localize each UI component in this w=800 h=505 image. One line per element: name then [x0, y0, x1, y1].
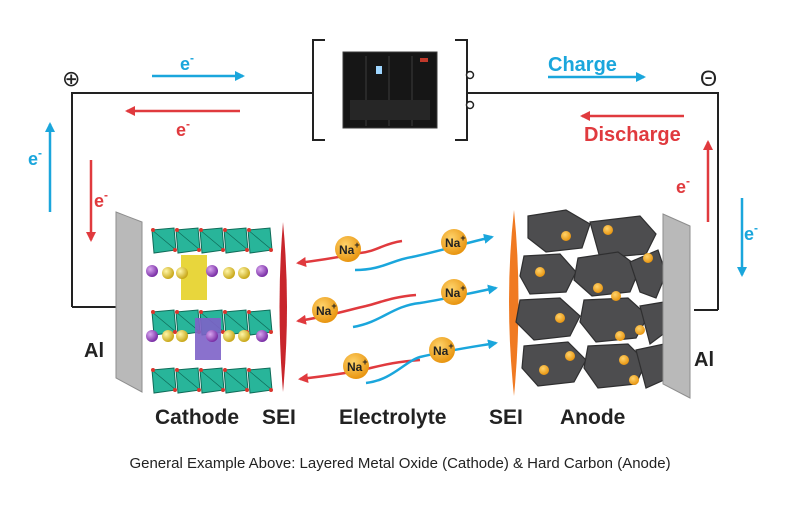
oxygen-atom	[238, 267, 250, 279]
oxygen-atom	[162, 330, 174, 342]
carbon-domain	[639, 301, 667, 346]
na-atom	[256, 265, 268, 277]
octahedron	[223, 227, 249, 254]
oxygen-atom	[162, 267, 174, 279]
na-ion-6: Na+	[429, 337, 455, 363]
al-foil-left	[115, 211, 143, 393]
figure-caption: General Example Above: Layered Metal Oxi…	[129, 455, 671, 472]
electron-label-left-blue: e-	[28, 146, 42, 169]
discharge-label: Discharge	[584, 124, 681, 146]
sei-label-right: SEI	[489, 406, 523, 429]
na-ion-5: Na+	[343, 353, 369, 379]
cathode-label: Cathode	[155, 406, 239, 429]
external-circuit	[71, 92, 719, 311]
anode-label: Anode	[560, 406, 625, 429]
oxygen-atom	[223, 330, 235, 342]
na-ion-4: Na+	[441, 279, 467, 305]
electron-label-top-red: e-	[176, 117, 190, 140]
ion-path-charge-2	[352, 284, 498, 329]
electron-label-top-blue: e-	[180, 51, 194, 74]
na-atom	[146, 265, 158, 277]
svg-text:Na+: Na+	[445, 233, 466, 250]
stored-na-atom	[555, 313, 565, 323]
al-foil-right	[662, 213, 691, 399]
octahedron	[175, 367, 201, 394]
al-label-left: Al	[84, 340, 104, 362]
sei-layer-right	[509, 210, 519, 396]
na-ion-3: Na+	[312, 297, 338, 323]
carbon-domain	[589, 215, 657, 259]
octahedron	[199, 367, 225, 394]
stored-na-atom	[635, 325, 645, 335]
svg-text:Na+: Na+	[347, 357, 368, 374]
electrolyte-label: Electrolyte	[339, 406, 446, 429]
carbon-domain	[629, 249, 667, 299]
svg-text:Na+: Na+	[339, 240, 360, 257]
carbon-domain	[635, 343, 665, 389]
oxygen-atom	[176, 330, 188, 342]
stored-na-atom	[561, 231, 571, 241]
oxygen-atom	[176, 267, 188, 279]
stored-na-atom	[593, 283, 603, 293]
stored-na-atom	[565, 351, 575, 361]
carbon-domain	[579, 297, 649, 343]
na-atom	[206, 330, 218, 342]
oxygen-atom	[223, 267, 235, 279]
octahedron	[223, 367, 249, 394]
na-atom	[206, 265, 218, 277]
octahedron	[151, 367, 177, 394]
na-atom	[256, 330, 268, 342]
carbon-domain	[527, 209, 591, 253]
stored-na-atom	[643, 253, 653, 263]
svg-text:Na+: Na+	[433, 341, 454, 358]
octahedron	[199, 227, 225, 254]
stored-na-atom	[603, 225, 613, 235]
sei-label-left: SEI	[262, 406, 296, 429]
carbon-domain	[515, 297, 581, 341]
stored-na-atom	[629, 375, 639, 385]
na-ion-2: Na+	[441, 229, 467, 255]
al-label-right: Al	[694, 349, 714, 371]
svg-text:Na+: Na+	[445, 283, 466, 300]
na-ion-1: Na+	[335, 236, 361, 262]
charge-label: Charge	[548, 54, 617, 76]
cathode-layered-oxide	[146, 227, 273, 394]
stored-na-atom	[535, 267, 545, 277]
electron-label-right-red: e-	[676, 174, 690, 197]
carbon-domain	[573, 251, 641, 297]
negative-terminal-icon: Θ	[700, 66, 717, 91]
stored-na-atom	[619, 355, 629, 365]
carbon-domain	[521, 341, 587, 387]
octahedron	[247, 367, 273, 394]
svg-text:Na+: Na+	[316, 301, 337, 318]
octahedron	[247, 227, 273, 254]
charger-device	[312, 39, 468, 141]
stored-na-atom	[615, 331, 625, 341]
switch-contacts-icon	[465, 70, 475, 110]
ion-path-charge-1	[354, 233, 494, 272]
stored-na-atom	[539, 365, 549, 375]
anode-hard-carbon	[515, 209, 667, 389]
ion-path-charge-3	[365, 339, 498, 385]
electron-label-left-red: e-	[94, 188, 108, 211]
oxygen-atom	[238, 330, 250, 342]
sei-layer-left	[279, 222, 287, 392]
carbon-domain	[519, 253, 577, 295]
octahedron	[175, 227, 201, 254]
octahedron	[151, 227, 177, 254]
na-atom	[146, 330, 158, 342]
stored-na-atom	[611, 291, 621, 301]
positive-terminal-icon: ⊕	[62, 66, 80, 91]
electron-label-right-blue: e-	[744, 221, 758, 244]
